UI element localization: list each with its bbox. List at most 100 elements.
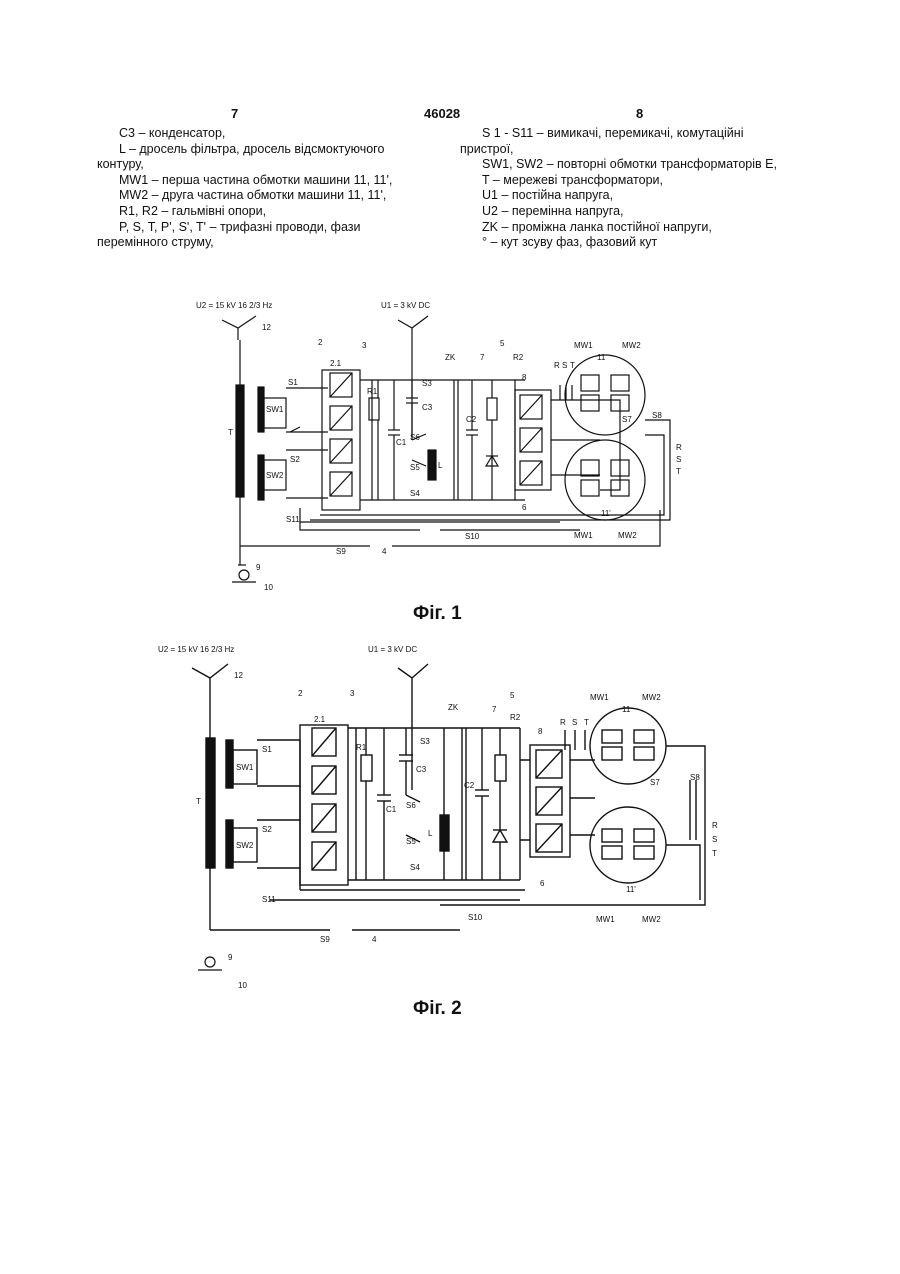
right-column: S 1 - S11 – вимикачі, перемикачі, комута… — [460, 126, 786, 251]
label-c1: C1 — [396, 438, 407, 447]
label-mw2: MW2 — [622, 341, 641, 350]
label-t: T — [228, 428, 233, 437]
label-mw1: MW1 — [574, 341, 593, 350]
label-phase-s: S — [562, 361, 567, 370]
label-8: 8 — [538, 727, 543, 736]
label-s8: S8 — [690, 773, 700, 782]
definition: R1, R2 – гальмівні опори, — [97, 204, 423, 220]
label-8: 8 — [522, 373, 527, 382]
label-6: 6 — [540, 879, 545, 888]
label-sw2: SW2 — [266, 471, 284, 480]
label-2: 2 — [318, 338, 323, 347]
label-11-prime: 11' — [601, 509, 611, 518]
label-s7: S7 — [650, 778, 660, 787]
definition: SW1, SW2 – повторні обмотки трансформато… — [460, 157, 786, 173]
label-l: L — [428, 829, 433, 838]
label-10: 10 — [264, 583, 273, 592]
figure-1-caption: Фіг. 1 — [413, 603, 462, 625]
label-sw1: SW1 — [266, 405, 284, 414]
label-4: 4 — [382, 547, 387, 556]
definition: S 1 - S11 – вимикачі, перемикачі, комута… — [460, 126, 786, 157]
label-l: L — [438, 461, 443, 470]
label-s3: S3 — [420, 737, 430, 746]
label-s6: S6 — [410, 433, 420, 442]
label-s11: S11 — [262, 895, 276, 904]
label-c1: C1 — [386, 805, 397, 814]
label-s7: S7 — [622, 415, 632, 424]
label-r1: R1 — [356, 743, 367, 752]
label-9: 9 — [228, 953, 233, 962]
figure-2: U2 = 15 kV 16 2/3 Hz U1 = 3 kV DC 12 2 3… — [0, 630, 900, 1005]
supply-ac-label: U2 = 15 kV 16 2/3 Hz — [158, 645, 234, 654]
label-s9: S9 — [320, 935, 330, 944]
definition: P, S, T, P', S', T' – трифазні проводи, … — [97, 220, 423, 251]
definition: ZK – проміжна ланка постійної напруги, — [460, 220, 786, 236]
label-zk: ZK — [445, 353, 456, 362]
label-s6: S6 — [406, 801, 416, 810]
label-r2: R2 — [510, 713, 521, 722]
label-12: 12 — [262, 323, 271, 332]
label-out-r: R — [676, 443, 682, 452]
definition: L – дросель фільтра, дросель відсмоктуюч… — [97, 142, 423, 173]
label-sw1: SW1 — [236, 763, 254, 772]
label-out-t: T — [676, 467, 681, 476]
label-s2: S2 — [290, 455, 300, 464]
label-11-prime: 11' — [626, 885, 636, 894]
label-11: 11 — [622, 705, 631, 714]
label-out-s: S — [712, 835, 717, 844]
supply-ac-label: U2 = 15 kV 16 2/3 Hz — [196, 301, 272, 310]
label-s4: S4 — [410, 863, 420, 872]
label-c3: C3 — [422, 403, 433, 412]
label-s9: S9 — [336, 547, 346, 556]
label-mw2-bottom: MW2 — [618, 531, 637, 540]
figure-2-caption: Фіг. 2 — [413, 998, 462, 1020]
label-s4: S4 — [410, 489, 420, 498]
label-3: 3 — [362, 341, 367, 350]
supply-dc-label: U1 = 3 kV DC — [381, 301, 430, 310]
label-s5: S5 — [406, 837, 416, 846]
label-mw1-bottom: MW1 — [574, 531, 593, 540]
label-t: T — [196, 797, 201, 806]
label-s1: S1 — [262, 745, 272, 754]
label-phase-r: R — [560, 718, 566, 727]
circuit-diagram-2: U2 = 15 kV 16 2/3 Hz U1 = 3 kV DC 12 2 3… — [0, 630, 900, 1000]
label-5: 5 — [510, 691, 515, 700]
label-c2: C2 — [464, 781, 475, 790]
ground-symbol — [198, 957, 222, 970]
ground-symbol — [232, 570, 256, 582]
label-10: 10 — [238, 981, 247, 990]
label-phase-s: S — [572, 718, 577, 727]
definition: ° – кут зсуву фаз, фазовий кут — [460, 235, 786, 251]
definition: MW2 – друга частина обмотки машини 11, 1… — [97, 188, 423, 204]
label-phase-t: T — [570, 361, 575, 370]
label-12: 12 — [234, 671, 243, 680]
label-6: 6 — [522, 503, 527, 512]
label-5: 5 — [500, 339, 505, 348]
page-number-right: 8 — [636, 106, 643, 121]
definition: MW1 – перша частина обмотки машини 11, 1… — [97, 173, 423, 189]
supply-dc-label: U1 = 3 kV DC — [368, 645, 417, 654]
left-column: C3 – конденсатор, L – дросель фільтра, д… — [97, 126, 423, 251]
label-s5: S5 — [410, 463, 420, 472]
label-sw2: SW2 — [236, 841, 254, 850]
label-out-s: S — [676, 455, 681, 464]
label-3: 3 — [350, 689, 355, 698]
label-7: 7 — [480, 353, 485, 362]
definition: U2 – перемінна напруга, — [460, 204, 786, 220]
label-phase-r: R — [554, 361, 560, 370]
label-phase-t: T — [584, 718, 589, 727]
circuit-diagram-1: U2 = 15 kV 16 2/3 Hz U1 = 3 kV DC 12 2 3… — [0, 290, 900, 600]
label-r1: R1 — [367, 387, 378, 396]
patent-number: 46028 — [424, 106, 460, 121]
figure-1: U2 = 15 kV 16 2/3 Hz U1 = 3 kV DC 12 2 3… — [0, 290, 900, 605]
label-4: 4 — [372, 935, 377, 944]
label-mw2-bottom: MW2 — [642, 915, 661, 924]
label-mw2: MW2 — [642, 693, 661, 702]
label-11: 11 — [597, 353, 606, 362]
label-2-1: 2.1 — [314, 715, 326, 724]
label-2-1: 2.1 — [330, 359, 342, 368]
label-9: 9 — [256, 563, 261, 572]
definition: T – мережеві трансформатори, — [460, 173, 786, 189]
label-s8: S8 — [652, 411, 662, 420]
definition: U1 – постійна напруга, — [460, 188, 786, 204]
